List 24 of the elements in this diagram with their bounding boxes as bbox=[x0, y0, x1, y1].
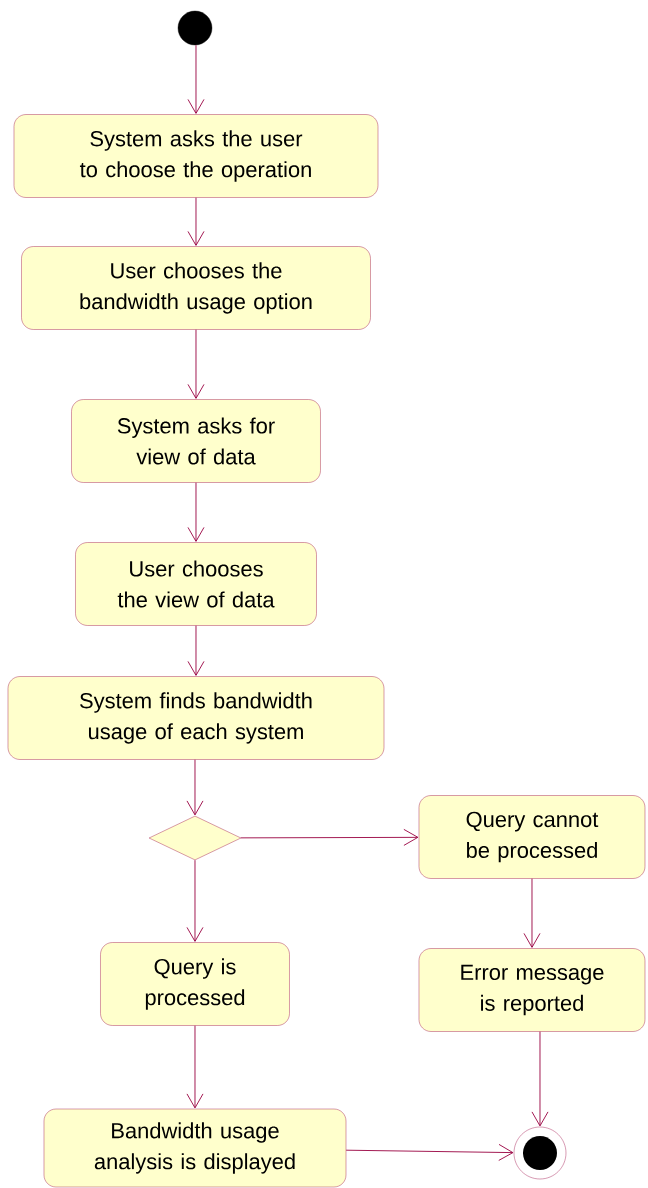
action-box: User chooses the bandwidth usage option bbox=[21, 246, 371, 330]
arrow bbox=[345, 1143, 514, 1161]
arrow bbox=[187, 329, 205, 399]
action-box: System asks the user to choose the operation bbox=[13, 114, 379, 198]
arrow bbox=[523, 878, 541, 948]
end-bullseye bbox=[513, 1126, 567, 1180]
action-box: Query cannot be processed bbox=[418, 795, 646, 879]
decision-diamond bbox=[148, 815, 242, 861]
action-box: Bandwidth usage analysis is displayed bbox=[43, 1108, 347, 1188]
action-box: Query is processed bbox=[100, 942, 290, 1026]
arrow bbox=[186, 759, 204, 816]
arrow bbox=[187, 197, 205, 246]
action-box: User chooses the view of data bbox=[75, 542, 317, 626]
arrow bbox=[531, 1031, 549, 1127]
arrow bbox=[187, 482, 205, 542]
start-dot bbox=[177, 10, 213, 46]
arrow bbox=[186, 859, 204, 942]
action-box: System asks for view of data bbox=[71, 399, 321, 483]
action-box: System finds bandwidth usage of each system bbox=[7, 676, 385, 760]
arrow bbox=[240, 828, 419, 846]
action-box: Error message is reported bbox=[418, 948, 646, 1032]
arrow bbox=[186, 1025, 204, 1109]
arrow bbox=[187, 625, 205, 676]
arrow bbox=[187, 44, 205, 114]
